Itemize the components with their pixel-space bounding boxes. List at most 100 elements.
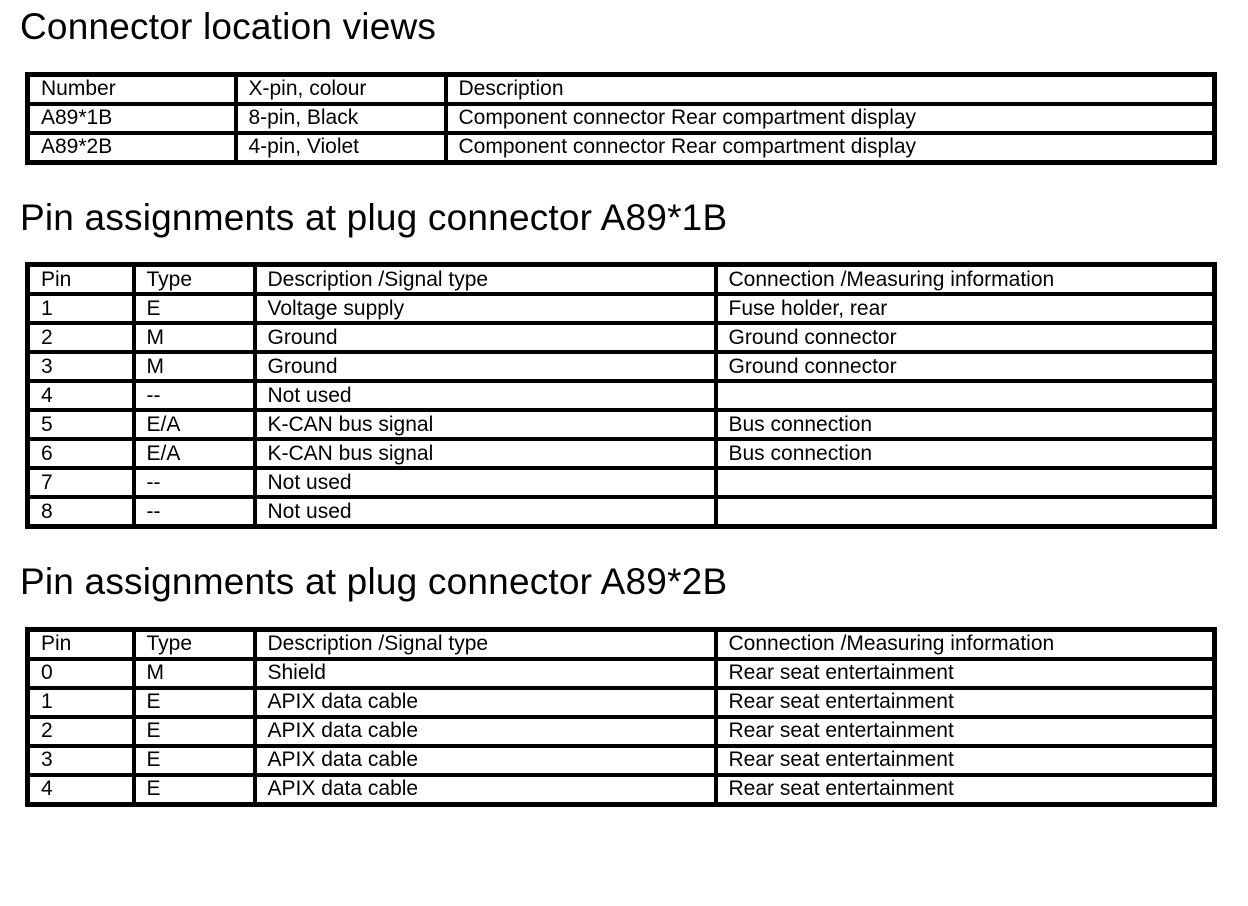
table-cell: 4-pin, Violet xyxy=(233,130,448,165)
header-cell: Connection /Measuring information xyxy=(713,627,1217,661)
table-cell: APIX data cable xyxy=(252,714,718,748)
table-cell: Rear seat entertainment xyxy=(713,685,1217,719)
header-cell: Type xyxy=(131,627,257,661)
document-section: Pin assignments at plug connector A89*2B… xyxy=(20,560,1230,807)
table-cell: 3 xyxy=(25,350,136,384)
table-cell: Not used xyxy=(252,466,718,500)
header-cell: Pin xyxy=(25,627,136,661)
header-cell: Number xyxy=(25,72,238,106)
document-section: Pin assignments at plug connector A89*1B… xyxy=(20,196,1230,530)
table-cell: APIX data cable xyxy=(252,743,718,777)
table-cell: 4 xyxy=(25,773,136,807)
table-cell: -- xyxy=(131,495,257,529)
table-cell xyxy=(713,379,1217,413)
header-cell: X-pin, colour xyxy=(233,72,448,106)
table-cell: Voltage supply xyxy=(252,292,718,326)
table-row: 4--Not used xyxy=(25,379,1217,413)
table-cell: Ground xyxy=(252,321,718,355)
table-cell: Component connector Rear compartment dis… xyxy=(443,130,1217,165)
table-cell: 2 xyxy=(25,714,136,748)
table-cell: 5 xyxy=(25,408,136,442)
table-cell: K-CAN bus signal xyxy=(252,408,718,442)
section-title: Connector location views xyxy=(20,6,437,47)
table-cell: A89*1B xyxy=(25,101,238,135)
table-cell: 1 xyxy=(25,685,136,719)
table-cell xyxy=(713,466,1217,500)
table-cell: APIX data cable xyxy=(252,685,718,719)
table-cell: -- xyxy=(131,379,257,413)
header-cell: Type xyxy=(131,262,257,297)
table-cell: APIX data cable xyxy=(252,773,718,807)
header-cell: Description /Signal type xyxy=(252,627,718,661)
section-title: Pin assignments at plug connector A89*1B xyxy=(20,196,728,238)
header-cell: Pin xyxy=(25,262,136,297)
table-cell xyxy=(713,495,1217,529)
table-cell: Rear seat entertainment xyxy=(713,656,1217,690)
table-cell: Shield xyxy=(252,656,718,690)
table-cell: 4 xyxy=(25,379,136,413)
table-cell: E/A xyxy=(131,408,257,442)
table-cell: Bus connection xyxy=(713,408,1217,442)
table-cell: Rear seat entertainment xyxy=(713,743,1217,777)
table-cell: Ground connector xyxy=(713,350,1217,384)
header-cell: Connection /Measuring information xyxy=(713,262,1217,297)
header-cell: Description /Signal type xyxy=(252,262,718,297)
table-cell: 1 xyxy=(25,292,136,326)
table-cell: Rear seat entertainment xyxy=(713,714,1217,748)
table-cell: Ground connector xyxy=(713,321,1217,355)
header-cell: Description xyxy=(443,72,1217,106)
table-cell: Not used xyxy=(252,495,718,529)
table-cell: Component connector Rear compartment dis… xyxy=(443,101,1217,135)
table-row: 8--Not used xyxy=(25,495,1217,529)
table-cell: M xyxy=(131,350,257,384)
table-cell: 8-pin, Black xyxy=(233,101,448,135)
table-cell: Fuse holder, rear xyxy=(713,292,1217,326)
table-cell: K-CAN bus signal xyxy=(252,437,718,471)
table-cell: E xyxy=(131,685,257,719)
table-cell: E xyxy=(131,743,257,777)
table-cell: Rear seat entertainment xyxy=(713,773,1217,807)
table-cell: E xyxy=(131,292,257,326)
table-cell: 2 xyxy=(25,321,136,355)
table-cell: 7 xyxy=(25,466,136,500)
table-cell: M xyxy=(131,656,257,690)
table-cell: 8 xyxy=(25,495,136,529)
table-cell: E/A xyxy=(131,437,257,471)
table-cell: 0 xyxy=(25,656,136,690)
table-cell: A89*2B xyxy=(25,130,238,165)
table-cell: E xyxy=(131,714,257,748)
table-cell: -- xyxy=(131,466,257,500)
table-cell: Bus connection xyxy=(713,437,1217,471)
table-cell: Ground xyxy=(252,350,718,384)
table-cell: M xyxy=(131,321,257,355)
section-title: Pin assignments at plug connector A89*2B xyxy=(20,561,728,603)
table-row: 7--Not used xyxy=(25,466,1217,500)
table-cell: E xyxy=(131,773,257,807)
table-cell: 6 xyxy=(25,437,136,471)
table-cell: Not used xyxy=(252,379,718,413)
table-cell: 3 xyxy=(25,743,136,777)
